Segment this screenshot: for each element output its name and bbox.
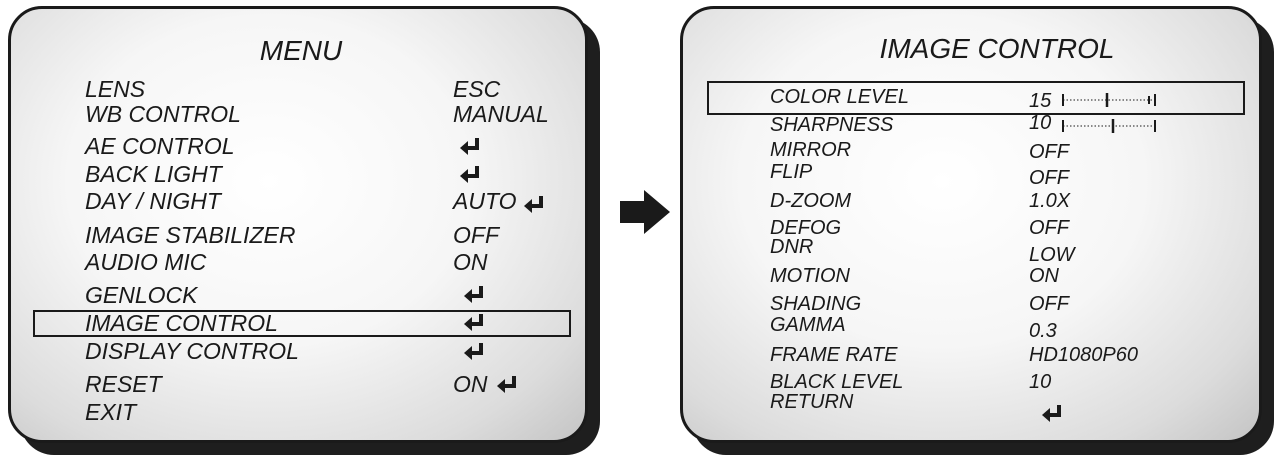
menu-item-image-stabilizer-label[interactable]: IMAGE STABILIZER xyxy=(85,222,296,248)
ic-item-color-level-value: 15 xyxy=(1029,90,1052,112)
ic-item-black-level-label[interactable]: BLACK LEVEL xyxy=(770,371,904,393)
enter-icon[interactable] xyxy=(494,375,522,393)
menu-item-audio-mic-label[interactable]: AUDIO MIC xyxy=(85,249,207,275)
ic-item-motion-label[interactable]: MOTION xyxy=(770,265,850,287)
menu-item-back-light-label[interactable]: BACK LIGHT xyxy=(85,161,222,187)
enter-icon[interactable] xyxy=(463,313,487,331)
ic-item-flip-value: OFF xyxy=(1029,167,1069,189)
ic-item-d-zoom-value: 1.0X xyxy=(1029,190,1071,212)
menu-item-lens-value: ESC xyxy=(453,76,501,102)
menu-item-day-night-label[interactable]: DAY / NIGHT xyxy=(85,188,221,214)
image-control-selection-highlight xyxy=(707,81,1245,115)
ic-item-gamma-label[interactable]: GAMMA xyxy=(770,314,846,336)
ic-item-mirror-value: OFF xyxy=(1029,141,1069,163)
menu-item-genlock-label[interactable]: GENLOCK xyxy=(85,282,198,308)
sharpness-slider[interactable] xyxy=(1061,118,1157,139)
menu-item-lens-label[interactable]: LENS xyxy=(85,76,146,102)
ic-item-defog-label[interactable]: DEFOG xyxy=(770,217,842,239)
enter-icon[interactable] xyxy=(463,342,487,360)
menu-item-reset-value: ON xyxy=(453,371,488,397)
ic-item-sharpness-label[interactable]: SHARPNESS xyxy=(770,114,894,136)
menu-item-image-control-label[interactable]: IMAGE CONTROL xyxy=(85,310,278,336)
menu-item-display-control-label[interactable]: DISPLAY CONTROL xyxy=(85,338,299,364)
ic-item-dnr-label[interactable]: DNR xyxy=(770,236,814,258)
ic-item-frame-rate-label[interactable]: FRAME RATE xyxy=(770,344,898,366)
image-control-panel: IMAGE CONTROL COLOR LEVEL 15 SHARPNESS 1… xyxy=(680,6,1262,443)
ic-item-defog-value: OFF xyxy=(1029,217,1069,239)
ic-item-black-level-value: 10 xyxy=(1029,371,1052,393)
ic-item-gamma-value: 0.3 xyxy=(1029,320,1057,342)
ic-item-flip-label[interactable]: FLIP xyxy=(770,161,813,183)
ic-item-return-label[interactable]: RETURN xyxy=(770,391,854,413)
menu-item-image-stabilizer-value: OFF xyxy=(453,222,499,248)
ic-item-color-level-label[interactable]: COLOR LEVEL xyxy=(770,86,909,108)
menu-item-audio-mic-value: ON xyxy=(453,249,488,275)
menu-item-exit-label[interactable]: EXIT xyxy=(85,399,137,425)
ic-item-shading-value: OFF xyxy=(1029,293,1069,315)
color-level-slider[interactable] xyxy=(1061,92,1157,113)
menu-item-wb-control-value: MANUAL xyxy=(453,101,549,127)
ic-item-shading-label[interactable]: SHADING xyxy=(770,293,862,315)
enter-icon[interactable] xyxy=(459,137,483,155)
menu-item-wb-control-label[interactable]: WB CONTROL xyxy=(85,101,241,127)
ic-item-d-zoom-label[interactable]: D-ZOOM xyxy=(770,190,852,212)
menu-item-day-night-value: AUTO xyxy=(453,188,517,214)
ic-item-motion-value: ON xyxy=(1029,265,1059,287)
image-control-title: IMAGE CONTROL xyxy=(879,33,1115,64)
enter-icon[interactable] xyxy=(463,285,487,303)
enter-icon[interactable] xyxy=(1041,404,1065,422)
menu-panel: MENU LENS ESC WB CONTROL MANUAL AE CONTR… xyxy=(8,6,588,443)
ic-item-sharpness-value: 10 xyxy=(1029,112,1052,134)
right-arrow-icon xyxy=(620,190,670,239)
ic-item-frame-rate-value: HD1080P60 xyxy=(1029,344,1138,366)
enter-icon[interactable] xyxy=(522,195,548,213)
menu-title: MENU xyxy=(259,35,343,66)
menu-selection-highlight xyxy=(33,310,571,337)
enter-icon[interactable] xyxy=(459,165,483,183)
ic-item-dnr-value: LOW xyxy=(1029,244,1075,266)
menu-item-reset-label[interactable]: RESET xyxy=(85,371,162,397)
menu-item-ae-control-label[interactable]: AE CONTROL xyxy=(85,133,235,159)
ic-item-mirror-label[interactable]: MIRROR xyxy=(770,139,852,161)
